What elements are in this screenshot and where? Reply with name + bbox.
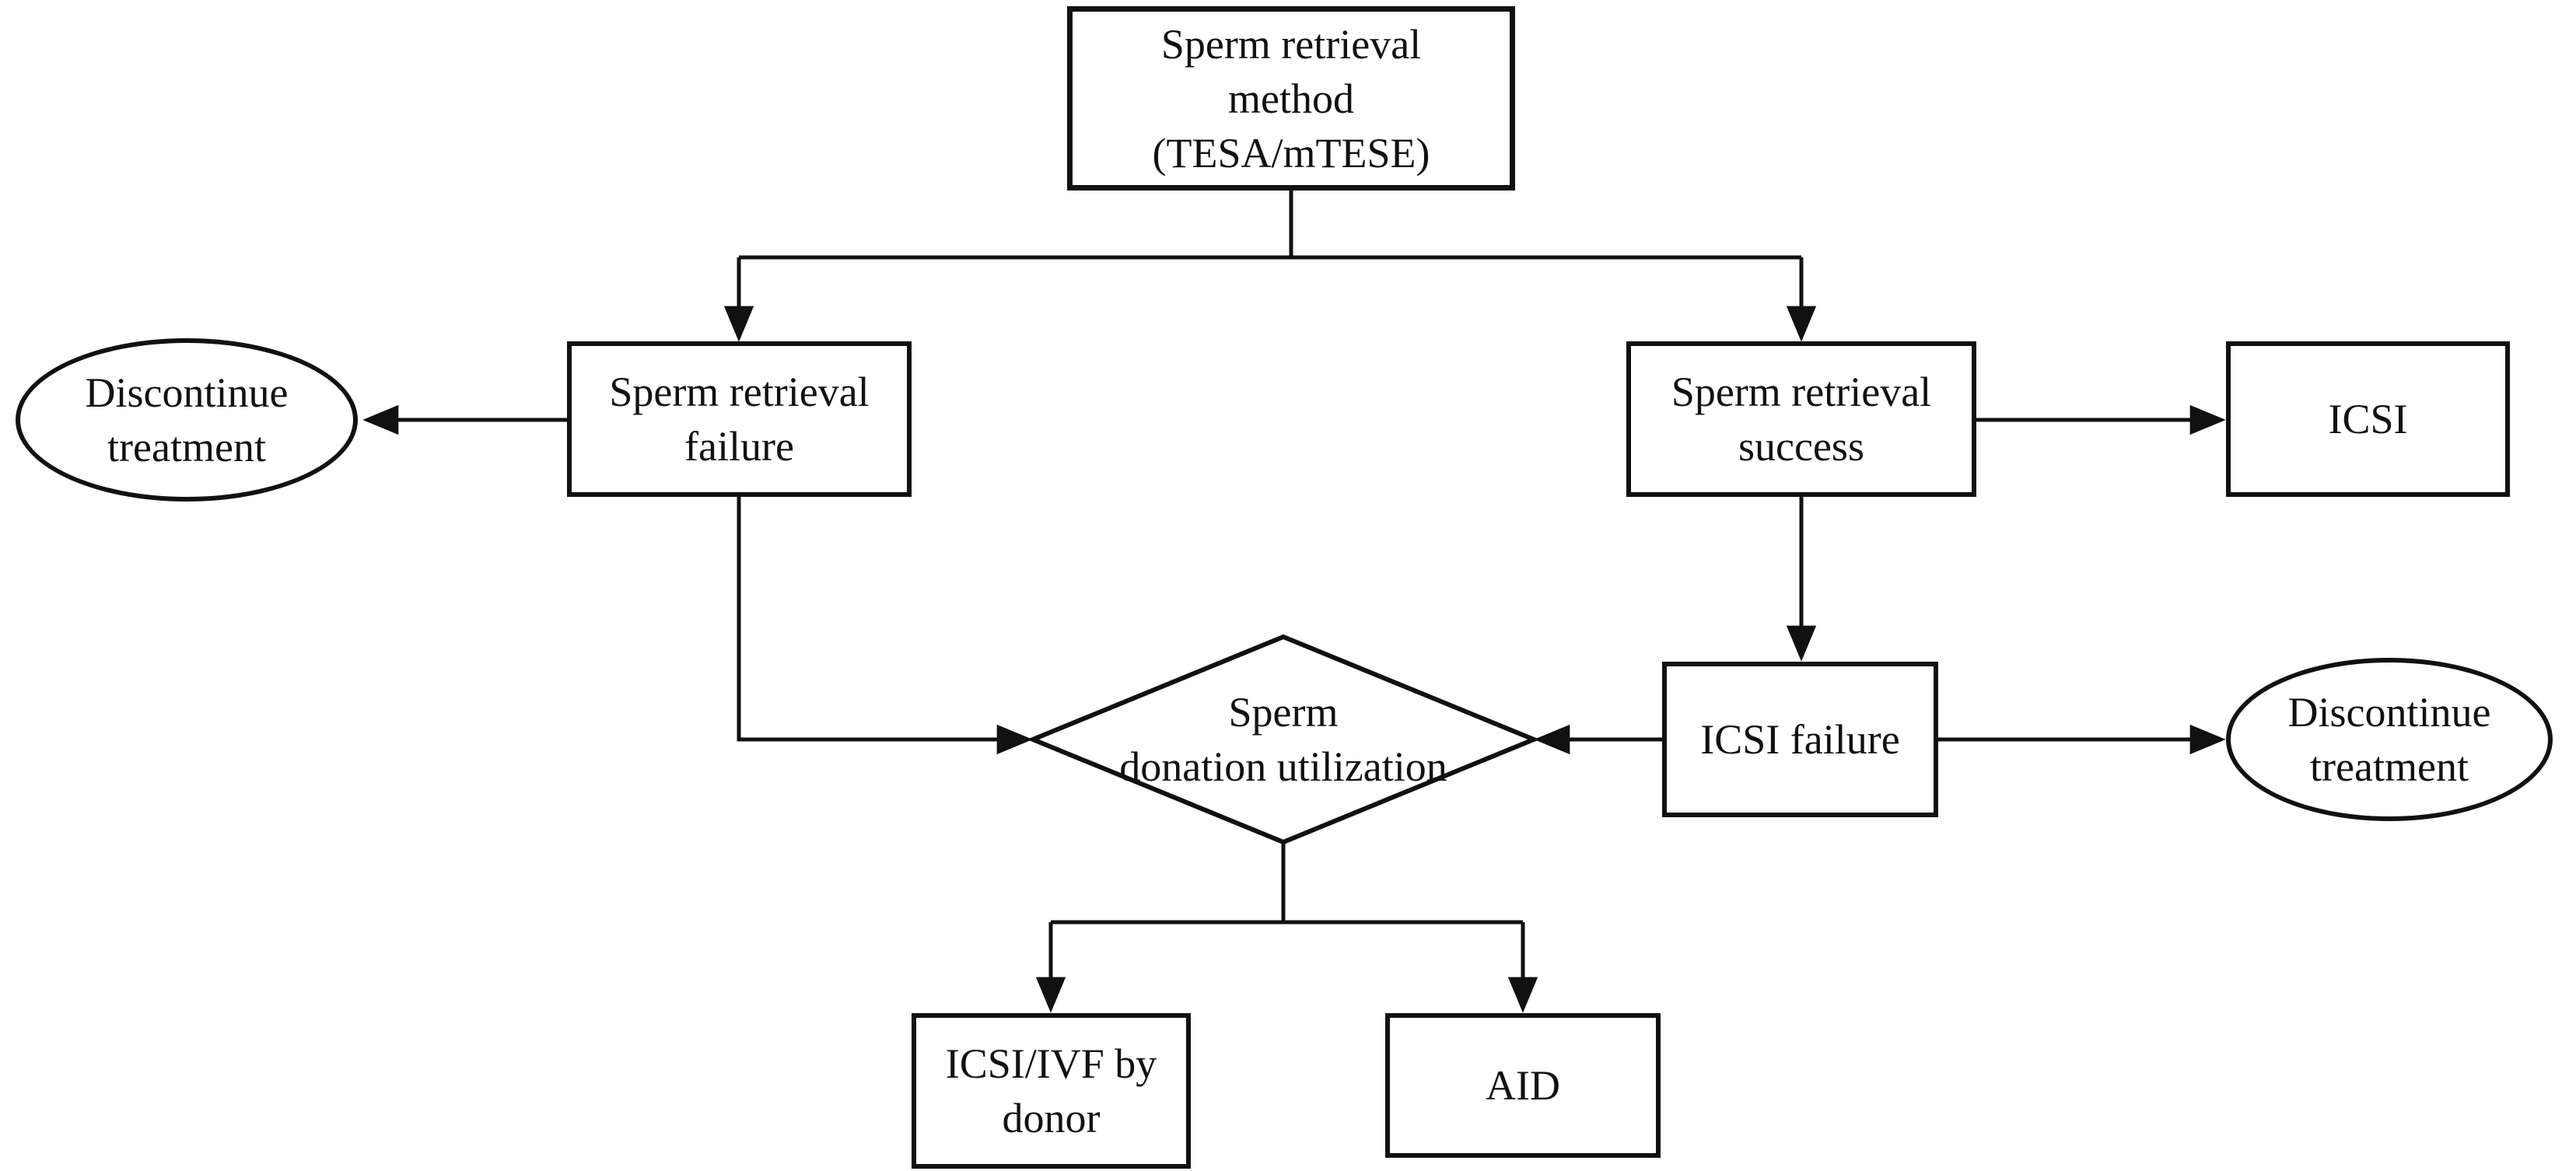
node-discontinue-treatment-left: Discontinue treatment [16, 338, 358, 502]
node-icsi-ivf-by-donor: ICSI/IVF by donor [912, 1013, 1191, 1169]
connector-bottom-split [1051, 842, 1523, 925]
node-label-line: Discontinue [85, 369, 289, 416]
node-discontinue-treatment-right: Discontinue treatment [2226, 658, 2553, 821]
node-sperm-retrieval-failure: Sperm retrieval failure [567, 341, 912, 497]
node-sperm-retrieval-method: Sperm retrieval method (TESA/mTESE) [1067, 6, 1515, 191]
node-label-line: ICSI/IVF by [945, 1040, 1157, 1087]
node-label-line: donor [1002, 1095, 1101, 1141]
node-label-line: treatment [2310, 743, 2469, 790]
node-sperm-donation-utilization-label: Sperm donation utilization [1034, 681, 1532, 798]
node-icsi-failure: ICSI failure [1662, 662, 1938, 817]
node-label-line: Sperm [1228, 689, 1339, 736]
sperm-donation-utilization-diamond [1027, 634, 1540, 845]
node-label-line: ICSI [2328, 396, 2408, 442]
node-label-line: donation utilization [1119, 743, 1447, 790]
connector-top-split [739, 191, 1801, 260]
node-label-line: Sperm retrieval [1671, 369, 1932, 415]
node-icsi: ICSI [2226, 341, 2510, 497]
node-aid: AID [1385, 1013, 1661, 1158]
node-sperm-retrieval-success: Sperm retrieval success [1626, 341, 1976, 497]
node-label-line: method [1228, 75, 1354, 122]
arrow-failure-to-donation [737, 497, 1033, 755]
node-label-line: failure [684, 423, 794, 470]
node-label-line: success [1738, 423, 1864, 470]
node-label-line: Sperm retrieval [609, 369, 870, 415]
node-label-line: ICSI failure [1700, 716, 1900, 763]
node-label-line: AID [1486, 1062, 1560, 1109]
node-label-line: Discontinue [2287, 689, 2491, 736]
node-label-line: (TESA/mTESE) [1152, 129, 1430, 177]
node-label-line: treatment [107, 424, 266, 470]
node-label-line: Sperm retrieval [1160, 20, 1422, 68]
